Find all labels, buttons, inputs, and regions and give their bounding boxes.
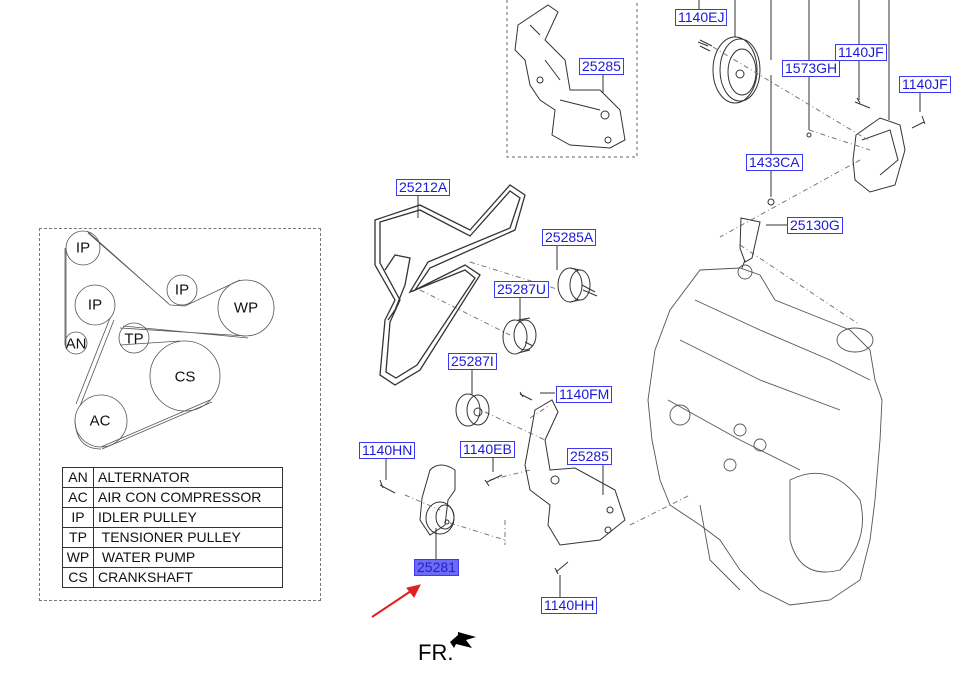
idler-pulley-25285A xyxy=(557,267,598,303)
part-label-25130G[interactable]: 25130G xyxy=(787,217,843,234)
pulley-label: IP xyxy=(174,281,190,299)
legend-desc: AIR CON COMPRESSOR xyxy=(93,487,283,508)
legend-row: WP WATER PUMP xyxy=(62,547,283,568)
part-label-25287U[interactable]: 25287U xyxy=(494,281,550,298)
pulley-label: AN xyxy=(65,335,87,353)
bracket-group-box xyxy=(506,0,638,158)
bolt-1140EJ xyxy=(697,39,713,52)
pulley-label: IP xyxy=(75,239,91,257)
bracket-mid-drawing xyxy=(524,399,626,546)
part-label-25281-highlighted[interactable]: 25281 xyxy=(414,559,459,576)
pulley-label: CS xyxy=(174,368,196,386)
pulley-label: IP xyxy=(87,296,103,314)
water-pump-drawing xyxy=(852,117,906,193)
bolt-1140HN xyxy=(379,479,396,494)
part-label-25285A[interactable]: 25285A xyxy=(542,229,597,246)
bolt-1140HH xyxy=(554,561,569,575)
pulley-label: WP xyxy=(233,299,259,317)
drive-belt-drawing xyxy=(374,184,526,386)
bolt-1140FM xyxy=(519,391,533,401)
legend-desc: CRANKSHAFT xyxy=(93,567,283,588)
legend-desc: WATER PUMP xyxy=(93,547,283,568)
belt-routing-box xyxy=(39,228,321,601)
legend-desc: ALTERNATOR xyxy=(93,467,283,488)
legend-desc: IDLER PULLEY xyxy=(93,507,283,528)
part-label-1140HH[interactable]: 1140HH xyxy=(541,597,598,614)
bracket-top-drawing xyxy=(514,4,626,149)
gasket-drawing xyxy=(739,217,761,269)
legend-code: CS xyxy=(62,567,94,588)
part-label-1573GH[interactable]: 1573GH xyxy=(782,60,841,77)
legend-row: TP TENSIONER PULLEY xyxy=(62,527,283,548)
idler-pulley-25287U xyxy=(502,317,537,355)
part-label-1140HN[interactable]: 1140HN xyxy=(359,442,416,459)
legend-desc: TENSIONER PULLEY xyxy=(93,527,283,548)
part-label-1140FM[interactable]: 1140FM xyxy=(556,386,613,403)
belt-routing-diagram xyxy=(64,230,275,450)
legend-code: AN xyxy=(62,467,94,488)
engine-block-drawing xyxy=(647,264,883,606)
part-label-1140JF-b[interactable]: 1140JF xyxy=(899,76,951,93)
part-label-25212A[interactable]: 25212A xyxy=(396,179,451,196)
part-label-1433CA[interactable]: 1433CA xyxy=(746,154,803,171)
part-label-25285-top[interactable]: 25285 xyxy=(579,58,624,75)
bolt-1140EB xyxy=(484,474,503,487)
legend-code: TP xyxy=(62,527,94,548)
water-pump-pulley-drawing xyxy=(712,36,761,104)
legend-code: WP xyxy=(62,547,94,568)
legend-code: IP xyxy=(62,507,94,528)
pulley-label: TP xyxy=(124,330,144,348)
tensioner-25281-drawing xyxy=(419,464,456,536)
o-ring-1433CA xyxy=(767,198,775,206)
legend-code: AC xyxy=(62,487,94,508)
part-label-25287I[interactable]: 25287I xyxy=(448,353,497,370)
part-label-25285-mid[interactable]: 25285 xyxy=(567,448,612,465)
bolt-1140JF-a xyxy=(854,97,871,109)
bolt-1140JF-b xyxy=(911,115,926,129)
idler-pulley-25287I xyxy=(455,393,490,427)
pulley-label: AC xyxy=(89,412,111,430)
part-label-1140JF-a[interactable]: 1140JF xyxy=(835,44,887,61)
front-direction-label: FR. xyxy=(418,640,454,665)
pointer-arrow xyxy=(371,584,421,618)
plug-1573GH xyxy=(806,132,812,138)
part-label-1140EB[interactable]: 1140EB xyxy=(460,441,515,458)
front-direction-icon xyxy=(450,632,476,648)
part-label-1140EJ[interactable]: 1140EJ xyxy=(675,9,728,26)
